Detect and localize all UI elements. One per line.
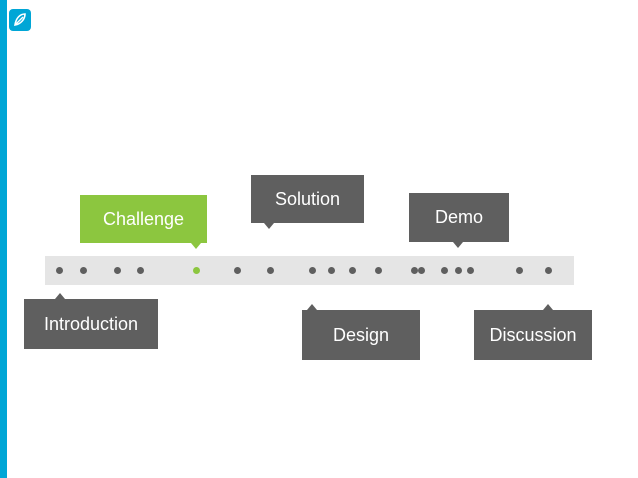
- introduction-pointer: [55, 293, 65, 299]
- step-design[interactable]: Design: [302, 310, 420, 360]
- step-demo[interactable]: Demo: [409, 193, 509, 242]
- timeline-dot[interactable]: [454, 267, 462, 274]
- demo-pointer: [453, 242, 463, 248]
- timeline-dot[interactable]: [348, 267, 356, 274]
- solution-pointer: [264, 223, 274, 229]
- timeline-track: [45, 256, 574, 285]
- discussion-pointer: [543, 304, 553, 310]
- timeline-dot[interactable]: [136, 267, 144, 274]
- timeline-dot[interactable]: [79, 267, 87, 274]
- timeline-dot[interactable]: [410, 267, 418, 274]
- leaf-logo-icon: [9, 9, 31, 31]
- timeline-dot-current[interactable]: [192, 267, 200, 274]
- timeline-dot[interactable]: [113, 267, 121, 274]
- timeline-dot[interactable]: [233, 267, 241, 274]
- timeline-dot[interactable]: [327, 267, 335, 274]
- design-pointer: [307, 304, 317, 310]
- step-challenge[interactable]: Challenge: [80, 195, 207, 243]
- step-solution[interactable]: Solution: [251, 175, 364, 223]
- step-discussion-label: Discussion: [489, 324, 577, 345]
- step-introduction[interactable]: Introduction: [24, 299, 158, 349]
- timeline-dot[interactable]: [308, 267, 316, 274]
- timeline-dot[interactable]: [55, 267, 63, 274]
- step-demo-label: Demo: [434, 207, 483, 227]
- left-accent-bar: [0, 0, 7, 478]
- timeline-dot[interactable]: [515, 267, 523, 274]
- step-discussion[interactable]: Discussion: [474, 310, 592, 360]
- timeline-dot[interactable]: [466, 267, 474, 274]
- step-challenge-label: Challenge: [102, 208, 185, 229]
- timeline-dot[interactable]: [544, 267, 552, 274]
- step-introduction-label: Introduction: [43, 313, 139, 334]
- timeline-dot[interactable]: [374, 267, 382, 274]
- challenge-pointer: [191, 243, 201, 249]
- step-solution-label: Solution: [274, 188, 341, 209]
- timeline-dot[interactable]: [266, 267, 274, 274]
- step-design-label: Design: [332, 324, 390, 345]
- timeline-dot[interactable]: [440, 267, 448, 274]
- timeline-dot[interactable]: [417, 267, 425, 274]
